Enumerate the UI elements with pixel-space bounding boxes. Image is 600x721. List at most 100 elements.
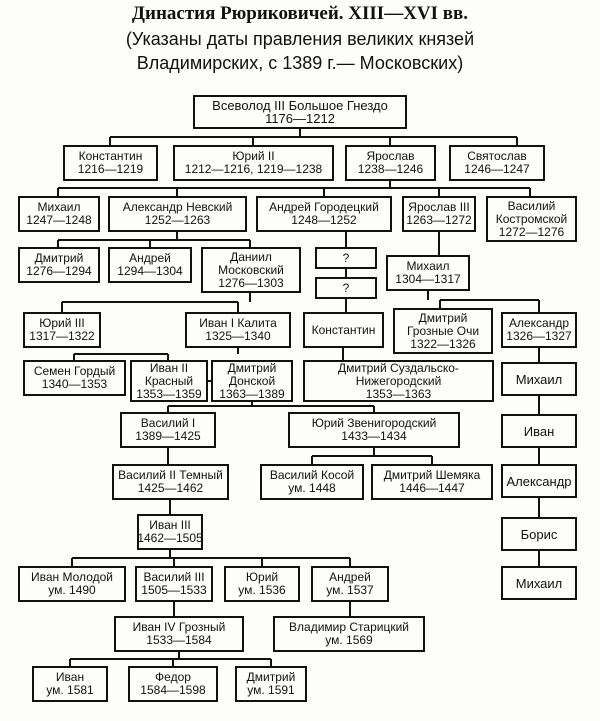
- node-dates: ум. 1448: [288, 481, 336, 495]
- node-semen-gordy: Семен Гордый 1340—1353: [23, 360, 126, 396]
- node-name: Дмитрий Донской: [227, 360, 277, 388]
- node-andrei-1537: Андрей ум. 1537: [311, 566, 389, 602]
- node-konstantin-2: Константин: [303, 312, 384, 348]
- node-vasily-kostromskoy: Василий Костромской 1272—1276: [486, 196, 577, 242]
- node-dmitry-groznye-ochi: Дмитрий Грозные Очи 1322—1326: [393, 308, 493, 354]
- node-dates: 1238—1246: [357, 162, 424, 176]
- node-dates: 1216—1219: [77, 162, 144, 176]
- node-name: Александр: [508, 316, 570, 330]
- node-name: Федор: [155, 670, 191, 684]
- node-dates: 1272—1276: [498, 224, 565, 239]
- node-dates: 1389—1425: [135, 429, 201, 443]
- node-yuri-zvenigorodsky: Юрий Звенигородский 1433—1434: [288, 412, 460, 448]
- node-name: Юрий III: [39, 316, 85, 330]
- node-name: Дмитрий Грозные Очи: [406, 310, 480, 338]
- node-name: Михаил: [515, 575, 563, 591]
- node-dates: ум. 1536: [238, 583, 286, 597]
- node-dates: 1252—1263: [144, 213, 211, 227]
- node-name: Михаил: [37, 200, 81, 214]
- node-name: Михаил: [406, 259, 450, 273]
- node-dates: ум. 1591: [247, 683, 295, 697]
- node-name: Александр Невский: [122, 200, 233, 214]
- node-vladimir-staritsky: Владимир Старицкий ум. 1569: [273, 616, 425, 652]
- node-dates: ум. 1569: [325, 633, 373, 647]
- node-yuri-iii: Юрий III 1317—1322: [23, 312, 101, 348]
- node-dates: 1326—1327: [506, 329, 572, 343]
- node-name: Иван IV Грозный: [132, 620, 226, 634]
- node-daniil-moskovsky: Даниил Московский 1276—1303: [201, 247, 301, 293]
- node-vsevolod: Всеволод III Большое Гнездо 1176—1212: [193, 95, 407, 129]
- diagram-subtitle-line1: (Указаны даты правления великих князей: [125, 29, 475, 49]
- node-ivan-kalita: Иван I Калита 1325—1340: [185, 312, 291, 348]
- node-dates: 1246—1247: [464, 162, 530, 176]
- node-name: Василий III: [143, 570, 205, 584]
- node-dmitry-1591: Дмитрий ум. 1591: [235, 666, 307, 702]
- node-name: Борис: [520, 526, 558, 542]
- node-name: Иван III: [149, 518, 191, 532]
- diagram-title: Династия Рюриковичей. XIII—XVI вв.: [131, 3, 469, 24]
- node-svyatoslav: Святослав 1246—1247: [449, 145, 545, 181]
- node-aleksandr-2: Александр: [501, 464, 577, 498]
- node-vasily-ii-temny: Василий II Темный 1425—1462: [112, 464, 229, 500]
- node-dates: 1304—1317: [395, 272, 461, 286]
- node-name: Дмитрий Шемяка: [383, 468, 481, 482]
- node-yuri-ii: Юрий II 1212—1216, 1219—1238: [173, 145, 334, 181]
- node-ivan-molodoy: Иван Молодой ум. 1490: [18, 566, 126, 602]
- node-ivan-iii: Иван III 1462—1505: [137, 514, 203, 550]
- node-dates: 1505—1533: [141, 583, 207, 597]
- node-name: Ярослав: [366, 149, 415, 163]
- node-name: Василий II Темный: [118, 468, 223, 482]
- node-dates: ум. 1581: [46, 683, 94, 697]
- node-name: Василий Костромской: [495, 198, 568, 226]
- node-andrei-1294: Андрей 1294—1304: [108, 247, 192, 283]
- node-mikhail-1304: Михаил 1304—1317: [386, 255, 470, 291]
- node-name: ?: [342, 280, 350, 295]
- node-unknown-1: ?: [315, 247, 377, 269]
- node-name: Даниил Московский: [218, 249, 284, 277]
- node-dates: ум. 1537: [326, 583, 374, 597]
- node-name: Иван II Красный: [144, 360, 194, 388]
- node-dates: ум. 1490: [48, 583, 96, 597]
- node-mikhail-3: Михаил: [501, 362, 577, 396]
- node-name: Юрий Звенигородский: [311, 416, 437, 430]
- node-yaroslav: Ярослав 1238—1246: [345, 145, 436, 181]
- node-aleksandr-nevsky: Александр Невский 1252—1263: [108, 196, 247, 232]
- diagram-subtitle-line2: Владимирских, с 1389 г.— Московских): [136, 53, 464, 73]
- node-name: ?: [342, 250, 350, 265]
- node-dates: 1340—1353: [41, 377, 108, 391]
- node-dates: 1462—1505: [137, 531, 203, 545]
- node-dates: 1276—1294: [26, 264, 92, 278]
- node-dates: 1353—1359: [136, 386, 202, 401]
- node-dates: 1176—1212: [265, 111, 335, 126]
- node-name: Юрий II: [232, 149, 275, 163]
- node-dates: 1294—1304: [117, 264, 183, 278]
- node-dates: 1322—1326: [410, 336, 476, 351]
- node-dates: 1248—1252: [291, 213, 357, 227]
- node-dates: 1317—1322: [29, 329, 95, 343]
- node-fedor: Федор 1584—1598: [128, 666, 218, 702]
- node-dates: 1325—1340: [205, 329, 271, 343]
- node-dmitry-1276: Дмитрий 1276—1294: [18, 247, 100, 283]
- node-dates: 1584—1598: [140, 683, 206, 697]
- node-name: Михаил: [515, 371, 563, 387]
- node-name: Александр: [506, 473, 572, 489]
- node-name: Константин: [311, 322, 376, 337]
- node-unknown-2: ?: [315, 277, 377, 299]
- node-dmitry-donskoy: Дмитрий Донской 1363—1389: [211, 360, 293, 402]
- node-name: Юрий: [245, 570, 279, 584]
- node-name: Константин: [78, 149, 143, 163]
- node-name: Владимир Старицкий: [289, 620, 409, 634]
- node-name: Василий Косой: [269, 468, 355, 482]
- node-konstantin: Константин 1216—1219: [63, 145, 158, 181]
- node-vasily-iii: Василий III 1505—1533: [135, 566, 213, 602]
- node-dates: 1212—1216, 1219—1238: [184, 162, 323, 176]
- node-mikhail-4: Михаил: [501, 566, 577, 600]
- node-mikhail-1247: Михаил 1247—1248: [18, 196, 100, 232]
- node-name: Иван I Калита: [199, 316, 277, 330]
- node-name: Иван: [523, 423, 555, 439]
- node-name: Святослав: [467, 149, 527, 163]
- node-name: Ярослав III: [408, 200, 470, 214]
- node-dmitry-suzdalsko-nizhegorodsky: Дмитрий Суздальско-Нижегородский 1353—13…: [303, 360, 494, 402]
- node-dates: 1425—1462: [137, 481, 204, 495]
